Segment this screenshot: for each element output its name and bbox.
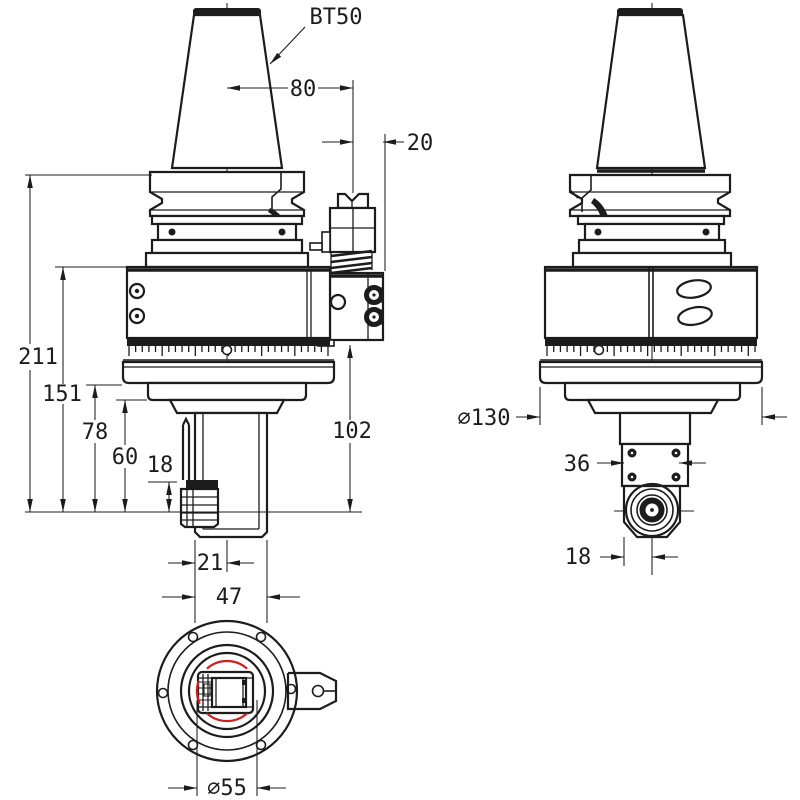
dim-21-label: 21 [197,551,224,576]
side-scale-ring [540,338,762,361]
dim-211-label: 211 [18,345,58,370]
bottom-tool-circle [195,659,248,723]
bottom-dimensions: ∅55 [168,700,286,800]
side-scale-ticks [546,346,756,356]
side-neck-bands [571,214,733,269]
front-side-attachment [309,192,385,347]
taper-spec-label: BT50 [310,5,363,30]
front-view: 211 151 78 60 18 102 [18,3,433,623]
front-lower-stack [121,360,336,415]
front-neck-bands [144,214,310,269]
bottom-spindle-socket [196,670,255,715]
front-scale-ring [123,338,334,361]
dim-36-label: 36 [564,452,591,477]
side-body [543,265,759,340]
dim-151-label: 151 [42,382,82,407]
dim-78-label: 78 [82,420,109,445]
side-dimensions: ∅130 36 18 [458,387,787,570]
side-view: ∅130 36 18 [458,3,787,575]
front-taper-cone [170,8,284,170]
dim-60-label: 60 [112,445,139,470]
side-output-head [618,411,692,539]
dim-dia55-label: ∅55 [207,776,247,800]
dim-20-label: 20 [407,131,434,156]
dim-18-side-label: 18 [565,545,592,570]
front-spindle [179,411,269,539]
dim-18-front-label: 18 [147,453,174,478]
dim-dia130-label: ∅130 [458,406,511,431]
dim-102-label: 102 [332,419,372,444]
front-scale-ticks [128,346,329,356]
bottom-mount-bracket [286,671,338,711]
dim-80-label: 80 [290,77,317,102]
side-taper-cone [595,8,707,173]
side-lower-stack [538,360,764,415]
side-flange [568,173,732,232]
dim-47-label: 47 [216,585,243,610]
bottom-flange-circles [155,619,299,763]
front-body [125,265,332,340]
bottom-view: ∅55 [155,619,338,800]
front-dimensions: 211 151 78 60 18 102 [18,5,433,623]
